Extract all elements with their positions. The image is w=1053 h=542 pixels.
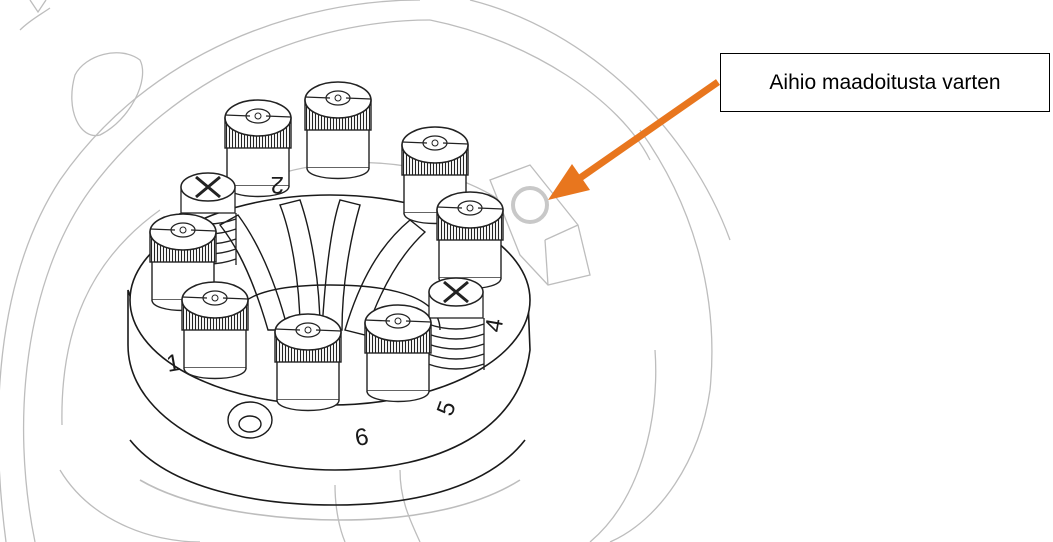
pointer-arrow bbox=[548, 79, 720, 200]
grounding-hole bbox=[511, 186, 549, 224]
terminal-number-label: 1 bbox=[164, 349, 182, 378]
mount-hole bbox=[227, 401, 273, 439]
wires bbox=[218, 199, 441, 336]
terminal-number-label: 6 bbox=[353, 423, 371, 452]
grounding-boss bbox=[489, 164, 591, 286]
screw-terminal bbox=[304, 81, 372, 180]
screw-terminal bbox=[436, 191, 504, 290]
screw-terminal bbox=[181, 281, 249, 380]
screw-terminal bbox=[274, 313, 342, 412]
screw-terminal bbox=[364, 304, 432, 403]
terminal-number-label: 2 bbox=[271, 171, 284, 198]
callout-label: Aihio maadoitusta varten bbox=[720, 53, 1050, 112]
terminal-number-label: 4 bbox=[480, 316, 509, 334]
